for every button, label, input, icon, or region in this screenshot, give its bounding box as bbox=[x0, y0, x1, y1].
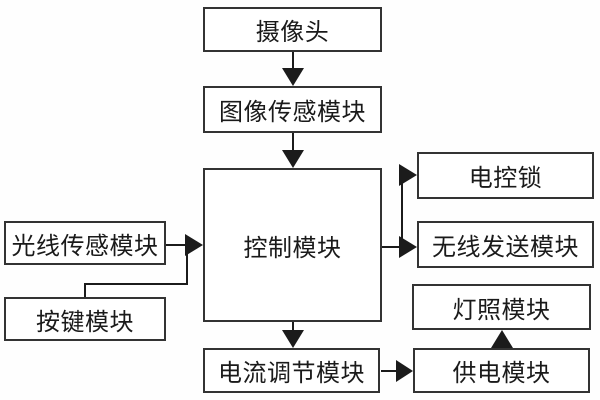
node-control-label: 控制模块 bbox=[243, 235, 342, 262]
edge-camera-to-image-sensor bbox=[282, 52, 304, 86]
node-electric-lock: 电控锁 bbox=[417, 152, 594, 199]
node-wireless-send-label: 无线发送模块 bbox=[432, 235, 579, 261]
arrowhead-right-icon bbox=[399, 236, 417, 258]
node-wireless-send-module: 无线发送模块 bbox=[417, 221, 594, 268]
arrowhead-down-icon bbox=[282, 68, 304, 86]
edge-light-sensor-to-control bbox=[166, 234, 203, 256]
node-key-label: 按键模块 bbox=[36, 309, 134, 336]
node-current-regulator-label: 电流调节模块 bbox=[218, 361, 365, 387]
node-lighting-module: 灯照模块 bbox=[412, 284, 591, 330]
edge-image-sensor-to-control bbox=[282, 133, 304, 168]
edge-control-to-electric-lock bbox=[399, 164, 417, 247]
node-power-supply-module: 供电模块 bbox=[413, 348, 590, 393]
node-light-sensor-label: 光线传感模块 bbox=[11, 233, 159, 260]
node-camera-label: 摄像头 bbox=[255, 20, 330, 46]
edge-control-to-wireless bbox=[381, 236, 417, 258]
node-electric-lock-label: 电控锁 bbox=[468, 166, 543, 192]
arrowhead-right-icon bbox=[396, 360, 413, 382]
arrowhead-right-icon bbox=[399, 164, 417, 186]
arrowhead-up-icon bbox=[491, 330, 513, 348]
node-key-module: 按键模块 bbox=[4, 297, 166, 341]
edge-current-regulator-to-power-supply bbox=[381, 360, 413, 382]
arrowhead-down-icon bbox=[282, 330, 304, 348]
node-light-sensor-module: 光线传感模块 bbox=[4, 221, 166, 265]
node-current-regulator-module: 电流调节模块 bbox=[203, 348, 380, 393]
node-power-supply-label: 供电模块 bbox=[452, 361, 551, 387]
node-image-sensor-label: 图像传感模块 bbox=[219, 100, 366, 126]
node-lighting-label: 灯照模块 bbox=[452, 297, 551, 324]
arrowhead-right-icon bbox=[185, 234, 203, 256]
node-image-sensor-module: 图像传感模块 bbox=[203, 86, 382, 133]
edge-control-to-current-regulator bbox=[282, 322, 304, 348]
node-camera: 摄像头 bbox=[203, 7, 382, 52]
edge-power-supply-to-lighting bbox=[491, 330, 513, 349]
node-control-module: 控制模块 bbox=[203, 168, 382, 322]
arrowhead-down-icon bbox=[282, 150, 304, 168]
